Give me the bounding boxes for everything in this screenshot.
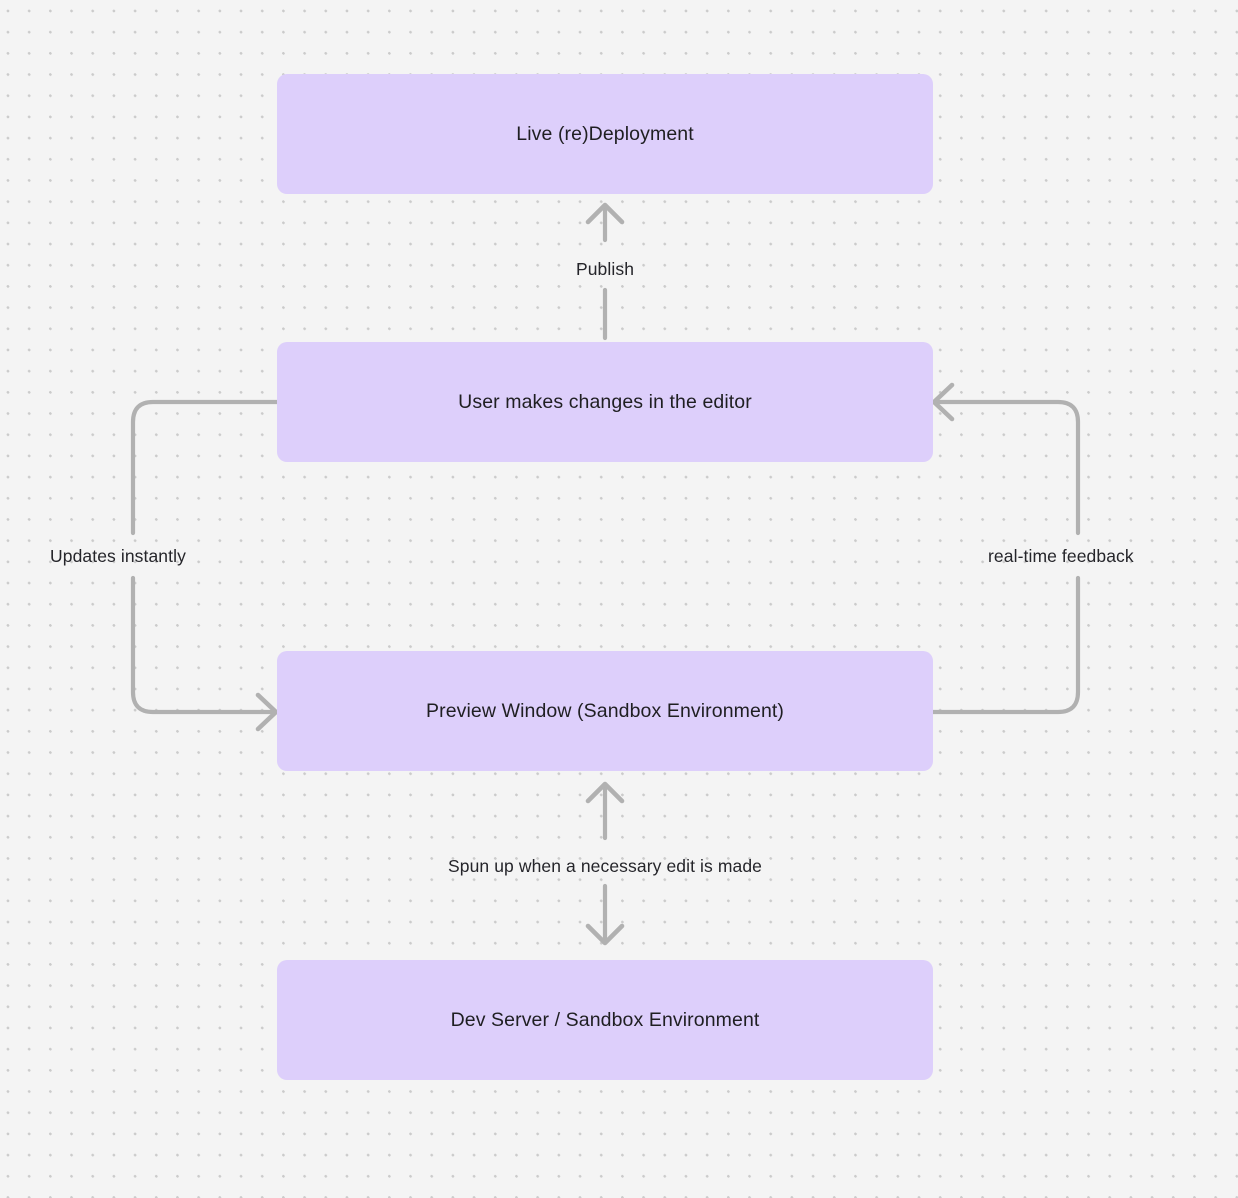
edge-updates-lower-segment: [130, 575, 275, 715]
edge-label-spun-up-when-a-necessary-edit-is-made: Spun up when a necessary edit is made: [447, 856, 763, 876]
node-label: Preview Window (Sandbox Environment): [426, 699, 784, 722]
edge-feedback-lower-segment: [930, 575, 1081, 715]
node-dev-server-sandbox-environment[interactable]: Dev Server / Sandbox Environment: [277, 960, 933, 1080]
edge-label-updates-instantly: Updates instantly: [50, 546, 186, 566]
node-label: Dev Server / Sandbox Environment: [450, 1008, 760, 1031]
edge-updates-upper-segment: [130, 399, 280, 536]
edge-feedback-upper-segment: [935, 399, 1081, 536]
node-preview-window-sandbox-environment[interactable]: Preview Window (Sandbox Environment): [277, 651, 933, 771]
node-label: Live (re)Deployment: [516, 122, 694, 145]
edge-label-publish: Publish: [575, 259, 635, 279]
node-user-makes-changes-in-the-editor[interactable]: User makes changes in the editor: [277, 342, 933, 462]
edge-spun-arrowhead-down: [585, 923, 625, 946]
node-live-redeployment[interactable]: Live (re)Deployment: [277, 74, 933, 194]
node-label: User makes changes in the editor: [458, 390, 752, 413]
edge-feedback-arrowhead-left: [931, 382, 955, 422]
edge-publish-arrowhead-up: [585, 202, 625, 225]
edge-updates-arrowhead-right: [255, 692, 279, 732]
edge-spun-arrowhead-up: [585, 781, 625, 804]
edge-label-real-time-feedback: real-time feedback: [988, 546, 1134, 566]
